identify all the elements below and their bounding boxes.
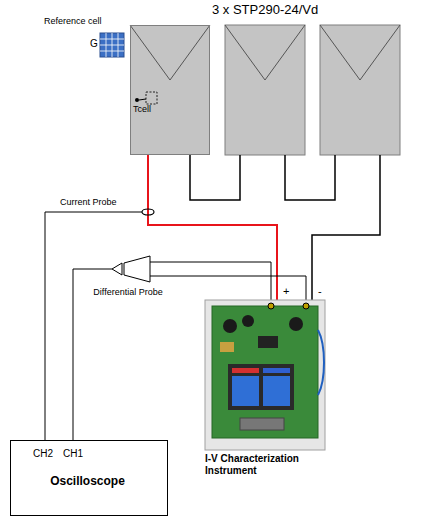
tcell-sensor <box>146 92 157 104</box>
probe-label: Current Probe <box>60 197 117 207</box>
channel-label: CH1 <box>63 448 83 460</box>
capacitor <box>242 315 254 327</box>
cell-body <box>100 33 124 57</box>
component <box>220 342 234 352</box>
label: Reference cell <box>44 16 102 26</box>
terminal <box>303 303 309 309</box>
pv-panel: Tcell <box>130 25 210 155</box>
pcb <box>212 306 318 438</box>
instrument-box: I-V Characterization Instrument <box>205 300 330 476</box>
cell-grid <box>100 33 124 57</box>
instrument-photo <box>205 300 325 450</box>
probe-lead <box>150 262 271 300</box>
oscilloscope-box: CH2 CH1Oscilloscope <box>10 440 168 516</box>
display-bar <box>232 368 259 373</box>
device-caption: I-V Characterization Instrument <box>205 453 327 476</box>
panel-v-line <box>320 25 400 80</box>
capacitor <box>289 317 303 331</box>
capacitor <box>223 319 237 333</box>
tcell-dot <box>135 98 139 102</box>
title-text: 3 x STP290-24/Vd <box>212 3 318 18</box>
tcell-lead <box>139 99 146 100</box>
differential-probe-tip <box>112 263 122 275</box>
power-wire <box>148 155 277 300</box>
probe-label: Differential Probe <box>88 287 168 297</box>
reference-cell-icon <box>100 33 124 57</box>
panel-v-line <box>130 25 210 80</box>
negative-wire <box>312 155 380 300</box>
pv-panel <box>320 25 400 155</box>
connector <box>240 418 284 430</box>
channel-label: CH2 <box>33 448 53 460</box>
terminal <box>268 303 274 309</box>
enclosure <box>205 300 325 450</box>
current-probe-symbol <box>142 209 154 215</box>
display-button <box>232 376 259 406</box>
pv-panel <box>225 25 305 155</box>
terminal-label: + <box>283 285 289 298</box>
symbol-label: G <box>90 38 98 50</box>
display <box>228 364 294 410</box>
panel-v-line <box>225 25 305 80</box>
display-button <box>263 376 290 406</box>
panel-fill <box>130 25 210 155</box>
series-wire <box>285 155 335 200</box>
probe-lead <box>45 212 142 440</box>
differential-probe-body <box>124 256 150 282</box>
terminal-label: - <box>318 285 322 298</box>
probe-lead <box>150 276 306 300</box>
display-bar <box>263 368 290 373</box>
device-name: Oscilloscope <box>11 475 164 489</box>
sensor-label: Tcell <box>133 104 151 114</box>
cable <box>318 330 324 395</box>
chip <box>258 336 278 348</box>
series-wire <box>190 155 240 200</box>
